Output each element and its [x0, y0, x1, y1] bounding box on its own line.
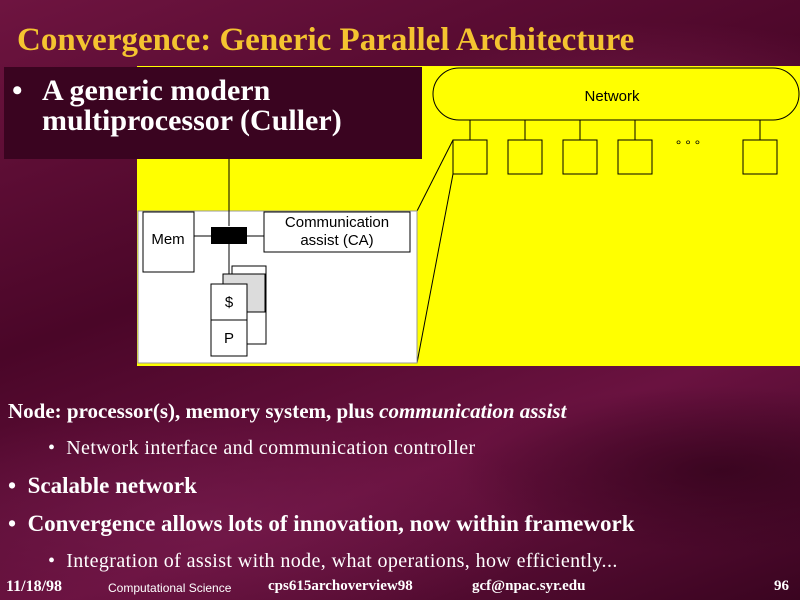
sub-bullet-2: • Integration of assist with node, what … [48, 550, 618, 573]
communication-assist-box [263, 211, 411, 253]
bullet-3-text: Convergence allows lots of innovation, n… [27, 511, 635, 536]
bullet-2-symbol: • [8, 473, 17, 498]
node-box [507, 139, 543, 175]
bullet-backdrop [4, 67, 422, 159]
bullet-3-symbol: • [8, 511, 17, 536]
footer-page-number: 96 [774, 578, 789, 594]
mem-label: Mem [151, 231, 184, 248]
main-bullet-line1: A generic modern [42, 74, 271, 107]
network-bar [432, 67, 800, 121]
node-box [742, 139, 778, 175]
node-description-prefix: Node: processor(s), memory system, plus [8, 399, 380, 423]
node-description: Node: processor(s), memory system, plus … [8, 399, 566, 424]
node-description-emphasis: communication assist [379, 399, 567, 423]
main-bullet-line2: multiprocessor (Culler) [42, 104, 342, 137]
ellipsis-label: ° ° ° [676, 137, 701, 153]
sub-bullet-2-symbol: • [48, 550, 56, 572]
sub-bullet-1-text: Network interface and communication cont… [66, 437, 476, 459]
slide-title: Convergence: Generic Parallel Architectu… [17, 22, 635, 58]
main-bullet: • A generic modern multiprocessor (Culle… [12, 76, 422, 136]
node-box [452, 139, 488, 175]
bullet-scalable-network: • Scalable network [8, 473, 197, 499]
cache-box [210, 283, 248, 321]
node-box [562, 139, 598, 175]
footer-course: Computational Science [108, 581, 232, 595]
network-label: Network [584, 88, 640, 105]
processor-label: P [224, 330, 234, 347]
processor-box [210, 319, 248, 357]
ca-label-line1: Communication [285, 214, 389, 231]
footer-date: 11/18/98 [6, 578, 63, 595]
node-box [617, 139, 653, 175]
bullet-convergence: • Convergence allows lots of innovation,… [8, 511, 635, 537]
sub-bullet-1-symbol: • [48, 437, 56, 459]
sub-bullet-1: • Network interface and communication co… [48, 437, 476, 460]
memory-box [142, 211, 195, 273]
cache-label: $ [225, 294, 234, 311]
footer-file: cps615archoverview98 [268, 578, 413, 594]
footer-email: gcf@npac.syr.edu [472, 578, 586, 594]
switch-block [211, 227, 247, 244]
sub-bullet-2-text: Integration of assist with node, what op… [66, 550, 618, 572]
bullet-symbol: • [12, 74, 23, 107]
diagram-svg: Network ° ° ° Mem Communication assist (… [137, 67, 800, 364]
bullet-2-text: Scalable network [27, 473, 197, 498]
ca-label-line2: assist (CA) [300, 232, 373, 249]
